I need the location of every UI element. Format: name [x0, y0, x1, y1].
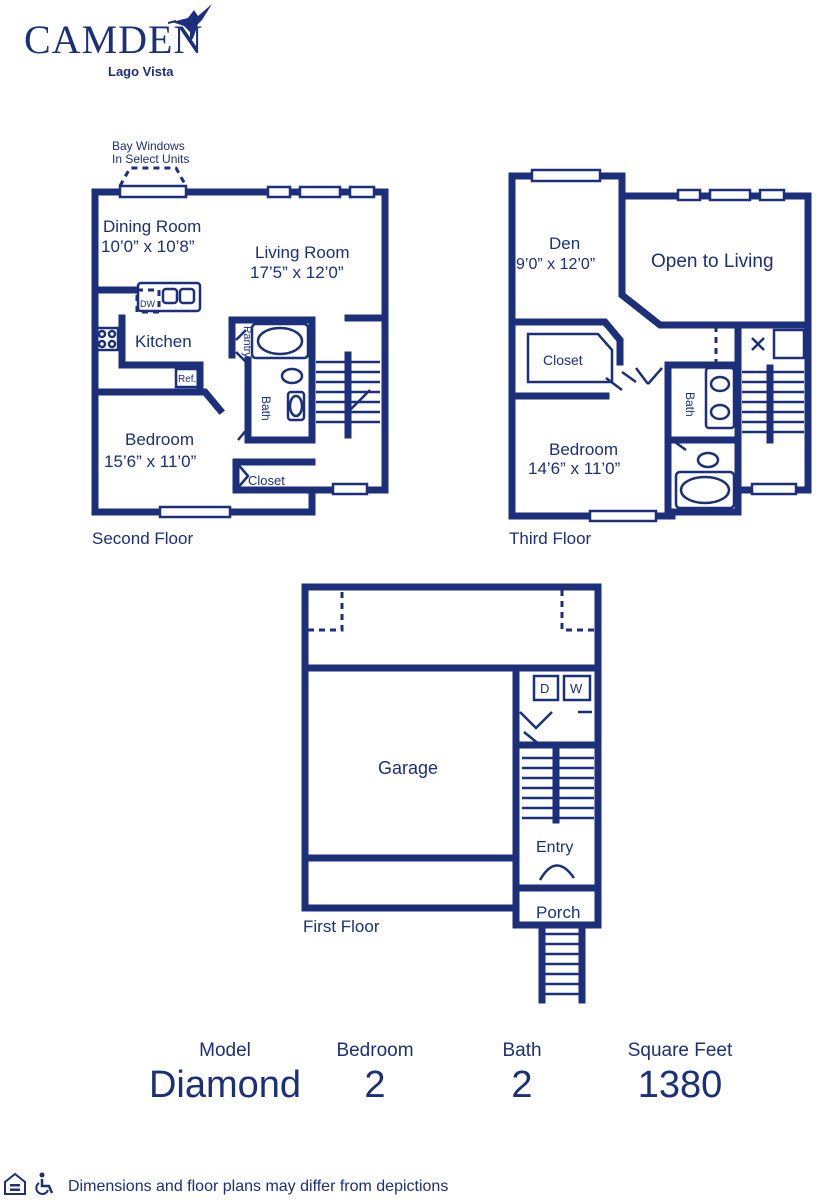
- accessibility-icon: [35, 1172, 54, 1195]
- stat-label: Model: [199, 1040, 251, 1061]
- second-closet-label: Closet: [248, 473, 285, 488]
- den-label: Den: [549, 234, 580, 253]
- floor-plan-drawing: Dining Room 10’0” x 10’8” Living Room 17…: [91, 139, 812, 1004]
- second-floor-title: Second Floor: [92, 529, 193, 548]
- first-floor-title: First Floor: [303, 917, 380, 936]
- stat-value: 2: [364, 1064, 386, 1106]
- garage-label: Garage: [378, 758, 438, 778]
- stat-value: 1380: [637, 1064, 723, 1106]
- third-bedroom-dims: 14’6” x 11’0”: [528, 459, 621, 478]
- brand-name: CAMDEN: [24, 17, 204, 62]
- disclaimer-text: Dimensions and floor plans may differ fr…: [68, 1178, 449, 1195]
- open-to-living-label: Open to Living: [651, 251, 774, 272]
- stat-value: Diamond: [148, 1064, 302, 1106]
- bay-window: [118, 184, 188, 199]
- third-floor-plan: [508, 168, 812, 523]
- stat-label: Square Feet: [627, 1040, 733, 1061]
- brand-logo: CAMDEN Lago Vista: [24, 17, 204, 80]
- den-dims: 9’0” x 12’0”: [516, 256, 595, 273]
- third-closet-label: Closet: [543, 352, 583, 368]
- hummingbird-icon: [168, 4, 212, 44]
- second-bedroom-dims: 15’6” x 11’0”: [104, 452, 197, 471]
- stat-label: Bedroom: [336, 1040, 414, 1061]
- bay-windows-note-2: In Select Units: [112, 152, 189, 166]
- dining-room-dims: 10’0” x 10’8”: [101, 237, 195, 256]
- porch-label: Porch: [536, 903, 580, 922]
- stat-square-feet: Square Feet 1380: [600, 1040, 760, 1107]
- living-room-label: Living Room: [255, 243, 350, 262]
- living-room-dims: 17’5” x 12’0”: [250, 263, 344, 282]
- pantry-label: Pantry: [241, 326, 253, 358]
- equal-housing-icon: [4, 1172, 26, 1195]
- stat-value: 2: [511, 1064, 533, 1106]
- stat-bath: Bath 2: [442, 1040, 602, 1107]
- dining-room-label: Dining Room: [103, 217, 201, 236]
- third-floor-title: Third Floor: [509, 529, 592, 548]
- third-bath-label: Bath: [683, 392, 697, 417]
- entry-label: Entry: [536, 839, 573, 856]
- community-name: Lago Vista: [108, 64, 174, 79]
- stat-bedroom: Bedroom 2: [295, 1040, 455, 1107]
- stat-label: Bath: [502, 1040, 542, 1061]
- second-bath-label: Bath: [259, 396, 273, 421]
- bay-windows-note-1: Bay Windows: [112, 139, 185, 153]
- unit-stats: Model Diamond Bedroom 2 Bath 2 Square Fe…: [0, 1040, 826, 1110]
- third-bedroom-label: Bedroom: [549, 440, 618, 459]
- stat-model: Model Diamond: [145, 1040, 305, 1107]
- dryer-label: D: [540, 681, 549, 696]
- second-floor-plan: [91, 166, 389, 519]
- dishwasher-label: DW: [140, 299, 155, 309]
- first-floor-plan: [301, 583, 602, 1004]
- kitchen-label: Kitchen: [135, 332, 192, 351]
- washer-label: W: [570, 681, 583, 696]
- second-bedroom-label: Bedroom: [125, 430, 194, 449]
- refrigerator-label: Ref.: [178, 374, 196, 385]
- footer: Dimensions and floor plans may differ fr…: [0, 1170, 826, 1200]
